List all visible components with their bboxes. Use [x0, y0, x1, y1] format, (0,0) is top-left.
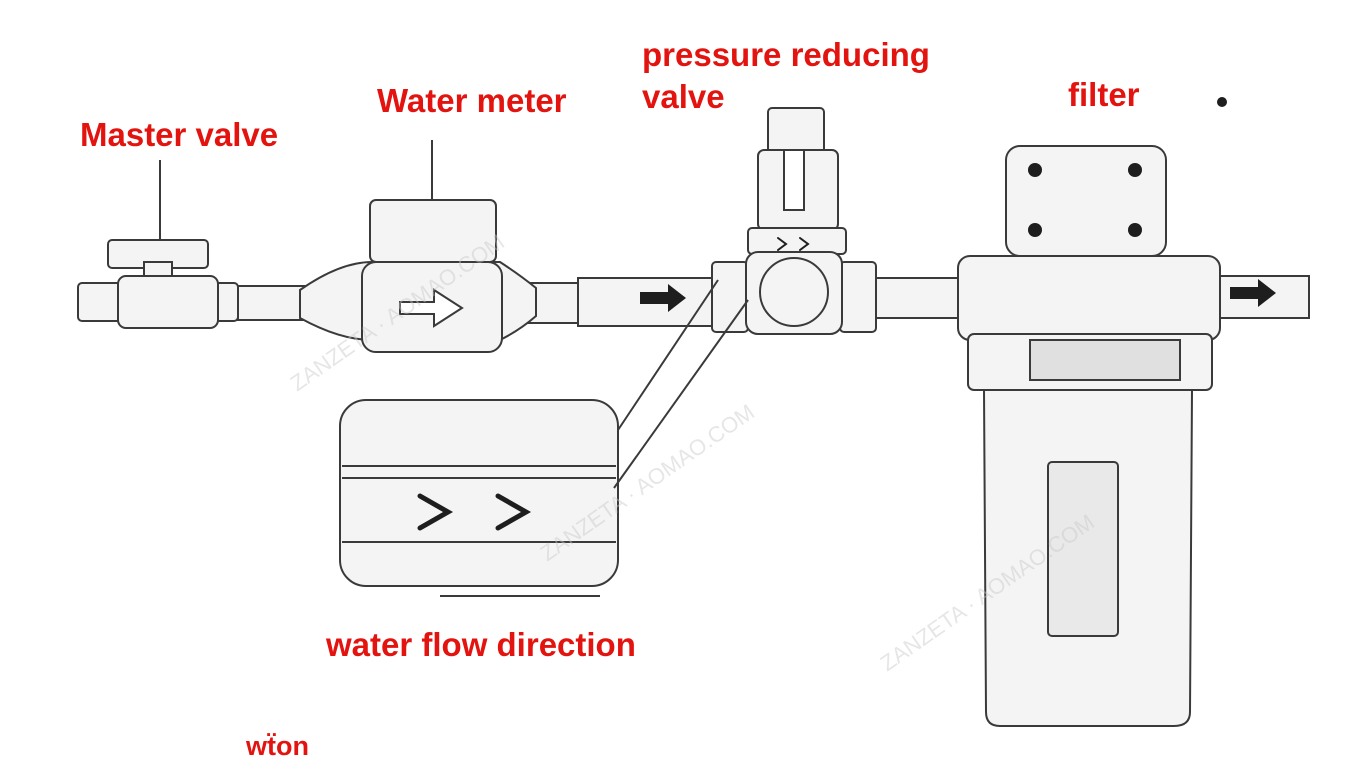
mount-screw-icon — [1028, 223, 1042, 237]
chevron-icon — [777, 237, 788, 251]
chevron-icon — [799, 237, 810, 251]
water-meter — [299, 140, 537, 353]
pressure-reducing-label: pressure reducing — [642, 36, 930, 73]
mount-screw-icon — [1028, 163, 1042, 177]
flow-direction-detail — [339, 279, 749, 597]
mount-screw-icon — [1217, 97, 1227, 107]
master-valve — [107, 160, 219, 329]
water-meter-label: Water meter — [377, 82, 567, 119]
filter-housing — [957, 145, 1221, 727]
flow-arrow-icon — [1230, 279, 1276, 307]
flow-arrow-icon — [640, 284, 686, 312]
pipe-to-filter — [875, 277, 967, 319]
valve-label: valve — [642, 78, 725, 115]
filter-label: filter — [1068, 76, 1140, 113]
cropped-text-fragment: ᴡẗon — [246, 731, 309, 761]
mount-screw-icon — [1128, 163, 1142, 177]
chevron-icon — [417, 493, 454, 531]
pipe-to-meter — [237, 285, 309, 321]
pressure-reducing-valve — [711, 107, 877, 335]
chevron-icon — [495, 493, 532, 531]
mount-screw-icon — [1128, 223, 1142, 237]
water-flow-direction-label: water flow direction — [326, 626, 636, 663]
flow-arrow-icon — [399, 288, 464, 328]
master-valve-label: Master valve — [80, 116, 279, 153]
